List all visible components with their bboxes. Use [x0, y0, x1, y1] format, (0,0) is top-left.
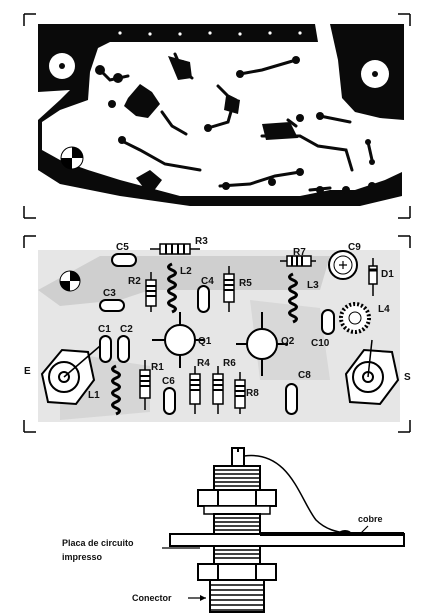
corner-mark — [398, 420, 411, 433]
cobre-leader — [359, 525, 369, 535]
capacitor-c3 — [99, 299, 125, 312]
resistor-r4 — [189, 366, 201, 414]
capacitor-c6 — [163, 387, 176, 415]
label-r3: R3 — [195, 236, 208, 247]
label-r7: R7 — [293, 247, 306, 258]
corner-mark — [398, 235, 411, 248]
label-r8: R8 — [246, 388, 259, 399]
label-c5: C5 — [116, 242, 129, 253]
label-c1: C1 — [98, 324, 111, 335]
label-r5: R5 — [239, 278, 252, 289]
resistor-r6 — [212, 366, 224, 414]
solder-joint — [339, 530, 351, 536]
corner-mark — [23, 206, 36, 219]
capacitor-c9 — [328, 250, 358, 280]
resistor-r7 — [280, 255, 316, 267]
capacitor-c1 — [99, 335, 112, 363]
coil-l1 — [111, 364, 121, 416]
label-r2: R2 — [128, 276, 141, 287]
label-placa-line2: impresso — [62, 552, 103, 562]
label-l1: L1 — [88, 390, 100, 401]
label-l2: L2 — [180, 266, 192, 277]
capacitor-c2 — [117, 335, 130, 363]
label-r4: R4 — [197, 358, 210, 369]
threaded-barrel-lower — [213, 545, 261, 565]
resistor-r1 — [139, 360, 151, 410]
diode-d1 — [368, 258, 378, 296]
label-conector: Conector — [132, 593, 172, 603]
label-c10: C10 — [311, 338, 330, 349]
resistor-r3 — [150, 243, 200, 255]
label-r6: R6 — [223, 358, 236, 369]
corner-mark — [398, 13, 411, 26]
corner-mark — [23, 420, 36, 433]
ground-copper — [38, 24, 402, 206]
capacitors — [99, 253, 335, 415]
label-q1: Q1 — [198, 336, 212, 347]
label-q2: Q2 — [281, 336, 295, 347]
resistor-r2 — [145, 272, 157, 312]
output-connector-s — [344, 339, 400, 406]
label-c2: C2 — [120, 324, 133, 335]
capacitor-c5 — [111, 253, 137, 267]
label-r1: R1 — [151, 362, 164, 373]
label-s: S — [404, 372, 411, 383]
threaded-barrel-upper — [213, 465, 261, 491]
coil-l4 — [339, 302, 371, 334]
washer — [203, 505, 271, 515]
capacitor-c10 — [321, 309, 335, 335]
label-c9: C9 — [348, 242, 361, 253]
label-c8: C8 — [298, 370, 311, 381]
resistor-r8 — [234, 372, 246, 414]
corner-mark — [23, 13, 36, 26]
nut-lower — [197, 563, 277, 581]
label-l3: L3 — [307, 280, 319, 291]
label-e: E — [24, 366, 31, 377]
solder-wire — [243, 454, 346, 534]
copper-layout-panel — [23, 13, 411, 219]
nut-upper — [197, 489, 277, 507]
register-mark — [59, 270, 81, 292]
capacitor-c8 — [285, 383, 298, 415]
label-c3: C3 — [103, 288, 116, 299]
resistor-r5 — [223, 266, 235, 312]
corner-mark — [398, 206, 411, 219]
label-c4: C4 — [201, 276, 214, 287]
label-d1: D1 — [381, 269, 394, 280]
coils — [111, 262, 298, 416]
label-l4: L4 — [378, 304, 390, 315]
label-c6: C6 — [162, 376, 175, 387]
capacitor-c4 — [197, 285, 210, 313]
register-mark — [60, 146, 84, 170]
coil-l2 — [167, 262, 177, 314]
label-cobre: cobre — [358, 514, 383, 524]
transistor-q1 — [152, 312, 205, 368]
corner-mark — [23, 235, 36, 248]
copper-pads — [95, 56, 376, 196]
input-connector-e — [40, 345, 101, 406]
transistor-q2 — [236, 312, 288, 376]
coil-l3 — [288, 272, 298, 324]
copper-traces — [98, 52, 374, 192]
component-layout-panel: C5 R3 R7 C9 D1 R2 L2 C4 R5 L3 C3 L4 C1 C… — [23, 235, 411, 433]
connector-assembly-panel: cobre Placa de circuito impresso Conecto… — [62, 447, 405, 613]
drill-holes — [44, 31, 302, 138]
label-placa-line1: Placa de circuito — [62, 538, 134, 548]
resistors — [139, 243, 316, 414]
